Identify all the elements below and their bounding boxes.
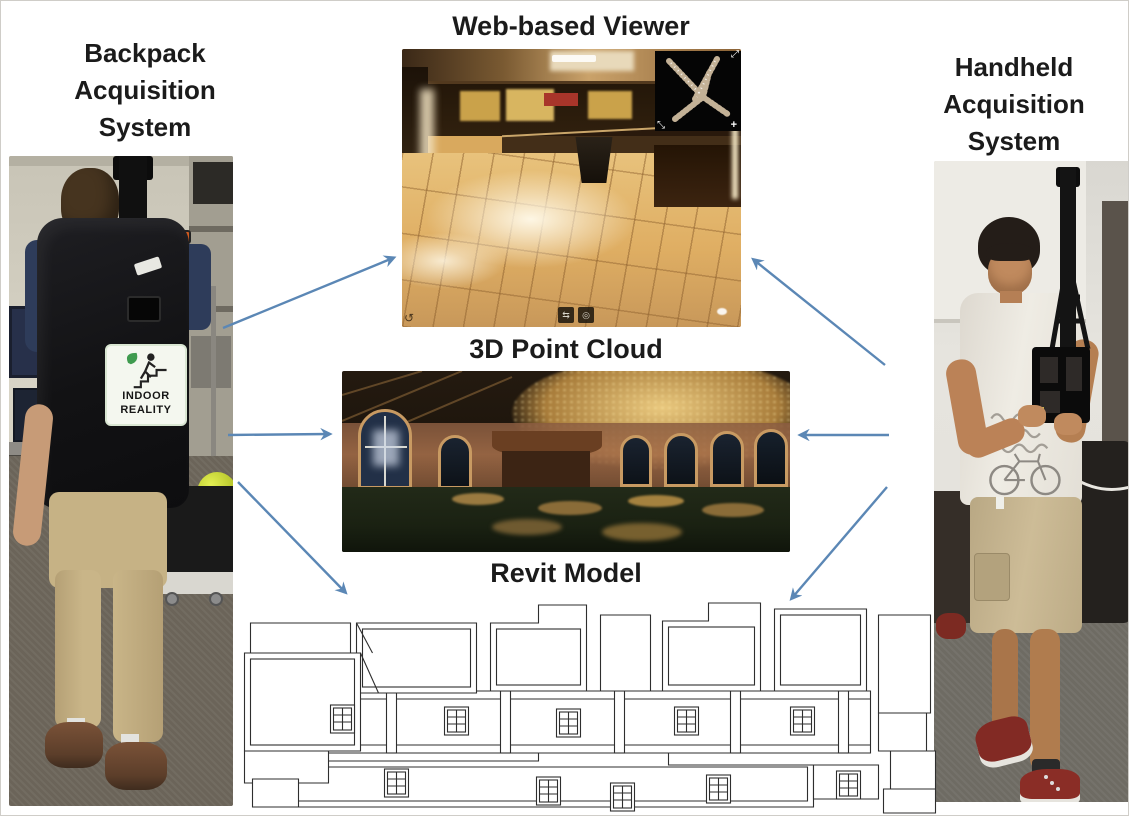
arrow-handheld-to-viewer: [751, 257, 886, 366]
hiking-boot: [105, 742, 167, 790]
label-line: System: [98, 112, 192, 142]
arched-window: [710, 431, 744, 487]
leaf-icon: [126, 352, 138, 365]
minimap-expand-icon[interactable]: ⤢: [731, 49, 739, 60]
reflective-floor: [342, 487, 790, 552]
cart-wheel: [165, 592, 179, 606]
hiking-boot: [45, 722, 103, 768]
viewer-screenshot-button[interactable]: ◎: [578, 307, 594, 323]
floor-highlight-dot: [717, 308, 727, 315]
label-backpack-system: Backpack Acquisition System: [29, 35, 261, 146]
title-3d-point-cloud: 3D Point Cloud: [469, 334, 663, 364]
person-leg: [1030, 629, 1060, 771]
cart-wheel: [209, 592, 223, 606]
device-slot: [1066, 357, 1082, 391]
pants-leg: [55, 570, 101, 728]
label-line: System: [967, 126, 1061, 156]
arrow-backpack-to-viewer: [222, 255, 397, 330]
screenshot-icon: ◎: [582, 310, 590, 320]
lace-dot: [1044, 775, 1048, 779]
red-store-sign: [544, 93, 578, 106]
banquet-table: [702, 503, 764, 517]
viewer-rotate-icon[interactable]: ↺: [404, 311, 415, 325]
banquet-table: [602, 523, 682, 541]
glass-edge-highlight: [732, 109, 738, 199]
device-frame: [1049, 257, 1091, 350]
arched-window-large: [358, 409, 412, 489]
cargo-pocket: [974, 553, 1010, 601]
patch-brand-text: REALITY: [120, 404, 172, 416]
device-slot: [1040, 357, 1058, 383]
arched-window: [664, 433, 698, 487]
arrow-backpack-to-pointcloud: [227, 427, 333, 441]
escalator-area: [654, 145, 741, 207]
web-based-viewer-screenshot: ⤢ ⤡ + ⇆ ◎ ↺: [402, 49, 741, 327]
storefront-window: [588, 91, 632, 119]
label-line: Acquisition: [943, 89, 1085, 119]
black-bag: [1074, 441, 1128, 623]
patch-brand-text: INDOOR: [122, 390, 170, 402]
trash-bin: [575, 137, 613, 183]
storefront-window: [460, 91, 500, 121]
arrow-backpack-to-revit: [237, 481, 348, 595]
viewer-pan-button[interactable]: ⇆: [558, 307, 574, 323]
label-line: Backpack: [84, 38, 206, 68]
belt-tag: [996, 497, 1004, 509]
person-neck: [1000, 291, 1022, 303]
banquet-table: [628, 495, 684, 507]
photo-handheld-acquisition-system: [934, 161, 1128, 802]
cubicle-panel: [1102, 201, 1128, 475]
shelf-box: [193, 162, 233, 204]
ceiling-beam: [402, 81, 741, 84]
arched-window: [620, 435, 652, 487]
lace-dot: [1056, 787, 1060, 791]
cart-base: [161, 572, 233, 594]
banquet-table: [538, 501, 602, 515]
person-hand: [1054, 413, 1082, 435]
minimap-zoom-in-icon[interactable]: +: [730, 119, 737, 131]
title-web-based-viewer: Web-based Viewer: [452, 11, 690, 41]
pan-icon: ⇆: [562, 310, 570, 320]
store-name-label: [552, 55, 596, 62]
title-revit-model: Revit Model: [490, 558, 642, 588]
indoor-reality-patch: INDOOR REALITY: [105, 344, 187, 426]
revit-model-drawing: [243, 602, 937, 814]
hair-fringe: [986, 243, 1034, 261]
patch-logo-icon: [126, 352, 167, 389]
label-line: Handheld: [954, 52, 1074, 82]
pants-leg: [113, 570, 163, 742]
banquet-table: [492, 519, 562, 535]
minimap[interactable]: ⤢ ⤡ +: [655, 49, 741, 131]
window-glow: [373, 430, 399, 466]
arched-window: [754, 429, 788, 487]
lace-dot: [1050, 781, 1054, 785]
photo-backpack-acquisition-system: INDOOR REALITY: [9, 156, 233, 806]
backpack-camera: [127, 296, 161, 322]
arrow-handheld-to-revit: [789, 486, 888, 601]
minimap-pointcloud-plan: [666, 56, 732, 122]
dark-furniture: [934, 491, 974, 623]
stage-alcove: [502, 451, 590, 489]
label-handheld-system: Handheld Acquisition System: [899, 49, 1128, 160]
banquet-table: [452, 493, 504, 505]
device-slot: [1040, 391, 1060, 413]
red-sneaker: [1020, 769, 1080, 799]
red-shoe-background: [936, 613, 966, 639]
label-line: Acquisition: [74, 75, 216, 105]
point-cloud-render: [342, 371, 790, 552]
arched-window: [438, 435, 472, 489]
minimap-expand-alt-icon[interactable]: ⤡: [657, 120, 665, 131]
person-hand: [1018, 405, 1046, 427]
shelf-edge: [189, 226, 233, 232]
